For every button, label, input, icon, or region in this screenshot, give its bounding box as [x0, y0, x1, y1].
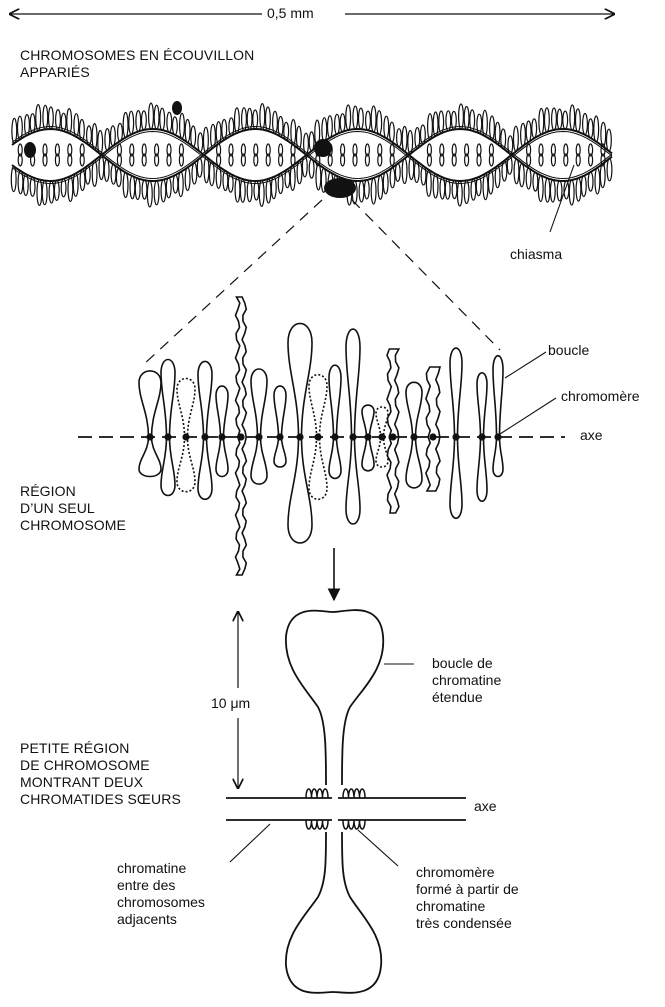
paired-lampbrush-chromosomes: [11, 101, 612, 232]
label-chiasma: chiasma: [510, 246, 562, 263]
label-pointers: [500, 352, 556, 434]
lower-extended-loop: [286, 832, 381, 993]
upper-extended-loop: [286, 610, 383, 785]
scale-bar-label: 0,5 mm: [267, 5, 314, 22]
label-boucle: boucle: [548, 342, 589, 359]
label-axe-bottom: axe: [474, 798, 497, 815]
label-scale-10um: 10 μm: [211, 695, 250, 712]
chiasma-pointer: [550, 165, 574, 232]
small-region-detail: [226, 610, 466, 993]
title-single-chromosome: RÉGION D’UN SEUL CHROMOSOME: [20, 483, 126, 534]
label-chromomere: chromomère: [561, 388, 640, 405]
label-axe-middle: axe: [580, 427, 603, 444]
pointers: [230, 664, 414, 866]
zoom-lines: [143, 200, 500, 365]
title-small-region: PETITE RÉGION DE CHROMOSOME MONTRANT DEU…: [20, 740, 181, 808]
label-chromatine-entre: chromatine entre des chromosomes adjacen…: [117, 860, 205, 928]
label-chromomere-forme: chromomère formé à partir de chromatine …: [416, 864, 519, 932]
label-boucle-chromatine: boucle de chromatine étendue: [432, 655, 501, 706]
title-paired-chromosomes: CHROMOSOMES EN ÉCOUVILLON APPARIÉS: [20, 47, 254, 81]
